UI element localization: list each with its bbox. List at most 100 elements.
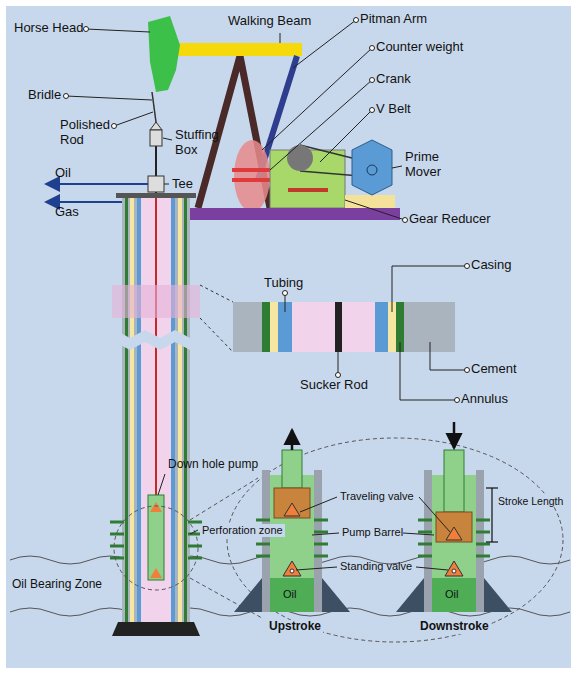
- well-column: [148, 495, 164, 580]
- pump-jack: [234, 140, 270, 212]
- pump-jack: [174, 43, 302, 56]
- cross-section: [262, 302, 270, 352]
- leader-line: [430, 342, 467, 370]
- part-label: V Belt: [376, 102, 411, 117]
- leader-line: [392, 166, 402, 168]
- leader-line: [392, 266, 467, 312]
- well-column: [150, 568, 162, 578]
- pump-inset: [444, 450, 464, 512]
- pump-jack: [148, 16, 400, 220]
- pump-jack: [287, 145, 313, 171]
- wellhead: [46, 201, 122, 203]
- leader-dot: [336, 373, 341, 378]
- leader-dot: [354, 18, 359, 23]
- part-label: Prime Mover: [405, 150, 453, 180]
- leader-dot: [370, 78, 375, 83]
- leader-line: [320, 110, 372, 162]
- pump-inset: [491, 488, 492, 542]
- part-label: Pitman Arm: [360, 12, 427, 27]
- cross-section: [233, 302, 455, 352]
- part-label: Oil Bearing Zone: [12, 578, 102, 592]
- leader-line: [400, 342, 457, 400]
- well-column: [137, 198, 141, 622]
- part-label: Gear Reducer: [409, 212, 491, 227]
- pump-jack: [148, 16, 180, 92]
- part-label: Annulus: [461, 392, 508, 407]
- well-column: [110, 521, 124, 524]
- pump-jack: [345, 195, 395, 208]
- leader-line: [158, 474, 165, 495]
- part-label: Pump Barrel: [342, 526, 403, 539]
- leader-dot: [64, 94, 69, 99]
- leader-line: [163, 138, 172, 140]
- well-column: [130, 198, 134, 622]
- leader-line: [296, 567, 337, 570]
- well-column: [188, 557, 202, 560]
- well-column: [110, 557, 124, 560]
- pump-inset: [282, 450, 302, 488]
- well-column: [115, 330, 198, 350]
- wellhead: [46, 183, 148, 185]
- part-label: Stroke Length: [496, 495, 565, 507]
- leader-dot: [370, 46, 375, 51]
- wellhead: [150, 130, 162, 146]
- leader-dot: [112, 124, 117, 129]
- pump-jack: [352, 140, 392, 195]
- leader-dot: [455, 398, 460, 403]
- well-column: [200, 318, 233, 352]
- pump-illustration: [6, 6, 571, 668]
- part-label: Counter weight: [376, 40, 463, 55]
- well-column: [122, 198, 190, 622]
- pump-jack: [288, 188, 328, 192]
- leader-line: [403, 533, 434, 535]
- leader-dot: [403, 218, 408, 223]
- pump-jack: [185, 208, 400, 220]
- pump-inset: [291, 430, 294, 450]
- pump-inset: [436, 512, 472, 542]
- leader-dot: [64, 18, 470, 403]
- wellhead: [46, 92, 196, 202]
- leader-line: [66, 96, 152, 100]
- part-label: Standing valve: [340, 560, 412, 573]
- wellhead: [148, 176, 164, 192]
- part-label: Tee: [172, 177, 193, 192]
- well-column: [188, 545, 202, 548]
- pump-inset: [486, 541, 498, 542]
- pump-inset: [234, 470, 350, 612]
- well-column: [178, 198, 182, 622]
- pump-inset: [284, 503, 300, 516]
- leader-dot: [370, 108, 375, 113]
- leader-line: [270, 80, 372, 170]
- well-column: [171, 198, 175, 622]
- part-label: Polished Rod: [60, 118, 112, 148]
- part-label: Casing: [471, 258, 511, 273]
- well-column: [141, 198, 171, 622]
- well-column: [112, 622, 200, 636]
- part-label: Downstroke: [418, 620, 491, 634]
- part-label: Gas: [55, 205, 79, 220]
- well-column: [110, 545, 124, 548]
- leader-line: [262, 48, 372, 150]
- pump-jack: [367, 165, 377, 175]
- leader-line: [164, 184, 169, 185]
- pump-inset: [486, 487, 498, 488]
- cross-section: [233, 302, 262, 352]
- part-label: Cement: [471, 362, 517, 377]
- leader-dot: [283, 291, 288, 296]
- leader-line: [300, 497, 337, 512]
- leader-line: [114, 112, 153, 126]
- wellhead: [152, 92, 156, 122]
- part-label: Down hole pump: [168, 458, 258, 472]
- well-column: [200, 285, 233, 302]
- well-column: [150, 502, 162, 512]
- part-label: Traveling valve: [340, 490, 414, 503]
- leader-dot: [465, 368, 470, 373]
- leader-dot: [465, 264, 470, 269]
- part-label: Bridle: [28, 88, 61, 103]
- leader-line: [312, 533, 339, 535]
- part-label: Horse Head: [14, 21, 83, 36]
- part-label: Oil: [445, 588, 458, 601]
